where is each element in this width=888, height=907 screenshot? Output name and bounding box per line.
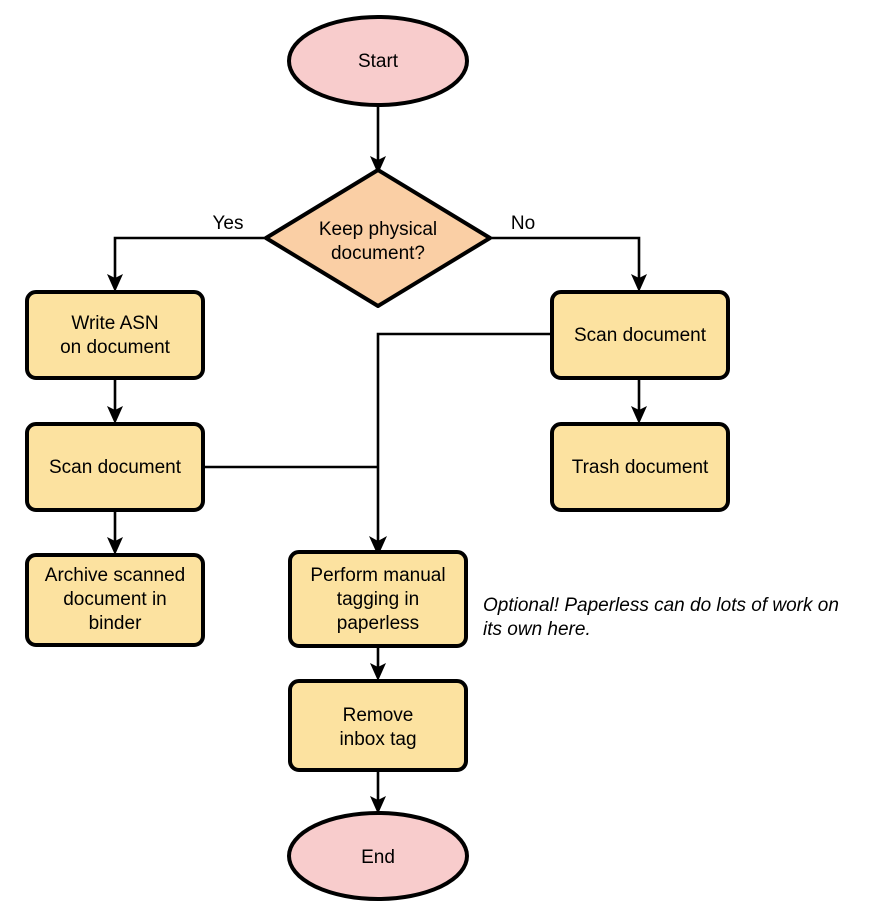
decision-diamond xyxy=(264,168,492,308)
manual-tagging-label-line2: tagging in xyxy=(337,589,419,610)
manual-tagging-label-line3: paperless xyxy=(337,613,419,634)
manual-tagging-label-line1: Perform manual xyxy=(310,565,445,586)
start-label: Start xyxy=(358,51,399,72)
annotation-optional-note: Optional! Paperless can do lots of work … xyxy=(483,595,839,640)
node-scan-document-right[interactable]: Scan document xyxy=(550,290,730,380)
scan-document-right-box xyxy=(550,290,730,380)
edge-manual-tagging-to-remove-inbox xyxy=(370,646,386,681)
trash-document-label: Trash document xyxy=(572,457,709,478)
annotation-line1: Optional! Paperless can do lots of work … xyxy=(483,595,839,616)
archive-box xyxy=(25,553,205,647)
remove-inbox-label-line2: inbox tag xyxy=(339,729,416,750)
edge-decision-yes-to-write-asn xyxy=(107,236,265,292)
decision-label-line2: document? xyxy=(331,243,425,264)
node-archive-scanned-document[interactable]: Archive scanned document in binder xyxy=(25,553,205,647)
node-start[interactable]: Start xyxy=(287,15,469,107)
decision-label-line1: Keep physical xyxy=(319,219,437,240)
node-scan-document-left[interactable]: Scan document xyxy=(25,422,205,512)
archive-label-line3: binder xyxy=(89,613,142,634)
end-ellipse xyxy=(287,811,469,901)
node-trash-document[interactable]: Trash document xyxy=(550,422,730,512)
scan-document-left-label: Scan document xyxy=(49,457,182,478)
manual-tagging-box xyxy=(288,550,468,648)
node-end[interactable]: End xyxy=(287,811,469,901)
start-ellipse xyxy=(287,15,469,107)
edge-decision-no-to-scan-right xyxy=(491,236,647,292)
scan-document-left-box xyxy=(25,422,205,512)
node-remove-inbox-tag[interactable]: Remove inbox tag xyxy=(288,679,468,772)
edge-label-no: No xyxy=(511,213,535,234)
remove-inbox-tag-box xyxy=(288,679,468,772)
write-asn-box xyxy=(25,290,205,380)
write-asn-label-line1: Write ASN xyxy=(71,313,158,334)
node-write-asn[interactable]: Write ASN on document xyxy=(25,290,205,380)
archive-label-line1: Archive scanned xyxy=(45,565,185,586)
annotation-line2: its own here. xyxy=(483,619,591,640)
edge-start-to-decision xyxy=(370,105,386,174)
node-manual-tagging[interactable]: Perform manual tagging in paperless xyxy=(288,550,468,648)
edge-label-yes: Yes xyxy=(213,213,244,234)
node-decision-keep-physical-document[interactable]: Keep physical document? xyxy=(264,168,492,308)
edge-scan-left-to-archive xyxy=(107,510,123,555)
write-asn-label-line2: on document xyxy=(60,337,171,358)
remove-inbox-label-line1: Remove xyxy=(343,705,414,726)
scan-document-right-label: Scan document xyxy=(574,325,707,346)
edge-remove-inbox-to-end xyxy=(370,770,386,814)
trash-document-box xyxy=(550,422,730,512)
end-label: End xyxy=(361,847,395,868)
edge-scan-right-to-trash xyxy=(631,378,647,424)
edge-scan-right-to-manual-tagging xyxy=(369,332,552,556)
edge-write-asn-to-scan-left xyxy=(107,378,123,424)
archive-label-line2: document in xyxy=(63,589,167,610)
